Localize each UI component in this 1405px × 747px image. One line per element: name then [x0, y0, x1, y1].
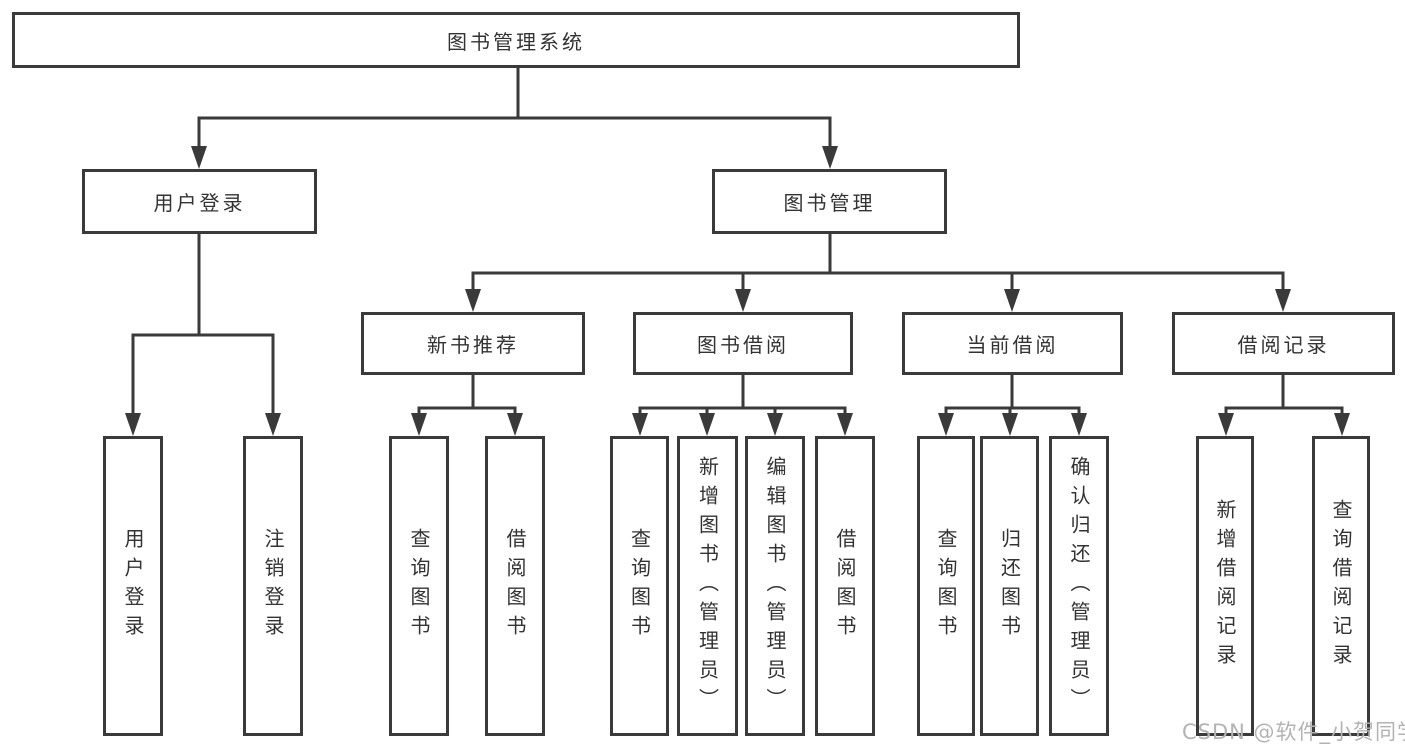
- node-book-management: 图书管理: [712, 169, 947, 234]
- leaf-borrow-books: 借阅图书: [485, 436, 545, 736]
- node-new-book-recommendation: 新书推荐: [361, 312, 585, 375]
- csdn-watermark: CSDN @软件_小贺同学: [1182, 720, 1405, 744]
- leaf-user-login: 用户登录: [103, 436, 163, 736]
- leaf-query-books: 查询图书: [610, 436, 669, 736]
- leaf-label: 用户登录: [121, 528, 145, 644]
- leaf-label: 注销登录: [261, 528, 285, 644]
- leaf-label: 借阅图书: [833, 528, 857, 644]
- leaf-label: 新增借阅记录: [1213, 499, 1237, 673]
- leaf-label: 归还图书: [997, 528, 1022, 644]
- node-current-borrowing: 当前借阅: [902, 312, 1123, 375]
- leaf-label: 借阅图书: [503, 528, 527, 644]
- leaf-return-books: 归还图书: [980, 436, 1039, 736]
- leaf-label: 查询图书: [934, 528, 958, 644]
- leaf-borrow-books: 借阅图书: [815, 436, 875, 736]
- node-book-borrowing: 图书借阅: [633, 312, 853, 375]
- leaf-edit-books-admin: 编辑图书（管理员）: [745, 436, 805, 736]
- leaf-label: 编辑图书（管理员）: [763, 455, 787, 717]
- node-borrowing-records: 借阅记录: [1172, 312, 1395, 375]
- leaf-label: 查询图书: [627, 528, 652, 644]
- leaf-add-borrow-record: 新增借阅记录: [1196, 436, 1254, 736]
- leaf-logout: 注销登录: [243, 436, 303, 736]
- leaf-confirm-return-admin: 确认归还（管理员）: [1049, 436, 1109, 736]
- leaf-query-borrow-record: 查询借阅记录: [1312, 436, 1370, 736]
- leaf-add-books-admin: 新增图书（管理员）: [677, 436, 738, 736]
- leaf-label: 新增图书（管理员）: [695, 455, 720, 717]
- leaf-query-books: 查询图书: [917, 436, 975, 736]
- leaf-label: 查询图书: [407, 528, 431, 644]
- leaf-label: 确认归还（管理员）: [1067, 455, 1091, 717]
- arrowheads: [125, 146, 1350, 436]
- node-user-login: 用户登录: [82, 169, 317, 234]
- leaf-label: 查询借阅记录: [1329, 499, 1353, 673]
- node-library-management-system: 图书管理系统: [12, 12, 1020, 68]
- leaf-query-books: 查询图书: [389, 436, 449, 736]
